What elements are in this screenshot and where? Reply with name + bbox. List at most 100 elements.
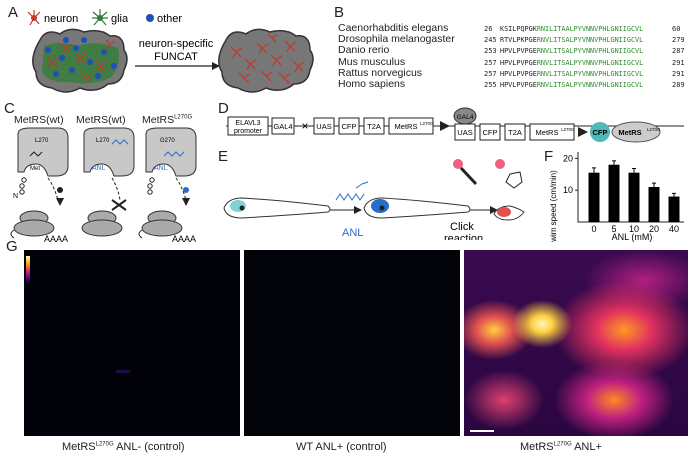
c-l270-label-1: L270: [35, 138, 49, 144]
f-error-bar: [592, 167, 596, 173]
panel-a-diagram: neuron glia other neuron-specific FUNCAT: [27, 9, 314, 93]
seq-residues: KSILPQPGKRNILITAALPYVNNVPHLGNIIGCVL: [500, 25, 643, 33]
seq-conserved: RNVLITSALPYVNNVPHLGNIIGCVL: [536, 69, 644, 78]
arrow-label-line1: neuron-specific: [139, 38, 214, 50]
metrs-wt-met-illustration: L270 Met N: [10, 127, 69, 239]
d-metrs-1: MetRS: [395, 122, 418, 131]
panel-letter-c: C: [4, 100, 15, 117]
g-caption-1: MetRSL270G ANL- (control): [62, 441, 185, 453]
d-promoter-label: promoter: [234, 128, 263, 135]
e-click-label: Click: [450, 221, 474, 233]
c-g270-label: G270: [160, 138, 175, 144]
seq-start: 257: [484, 58, 497, 67]
seq-start: 257: [484, 69, 497, 78]
f-error-bar: [612, 160, 616, 165]
seq-conserved: RNVLITSALPYVNNVPHLGNIIGCVL: [536, 36, 644, 45]
f-error-bar: [632, 168, 636, 173]
metrs-l270g-anl-illustration: G270 ANL: [138, 127, 197, 239]
brain-mixed-cells-illustration: [32, 28, 128, 93]
seq-variable: HPVLPVPGE: [500, 81, 537, 89]
lut-colorbar: [26, 256, 30, 284]
seq-variable: HPVLPVPGE: [500, 69, 537, 78]
d-cfp-protein-label: CFP: [593, 128, 608, 137]
panel-c-diagram: L270 Met N AAAA L270 ANL G270 ANL AA: [10, 127, 197, 244]
panel-letter-e: E: [218, 148, 229, 165]
glia-legend-icon: [92, 9, 108, 26]
image-metrs-anl-minus: [24, 250, 240, 436]
triazole-product-icon: [493, 159, 525, 221]
f-bar: [608, 164, 620, 222]
f-xtick-label: 10: [629, 224, 639, 234]
seq-end: 279: [672, 36, 685, 45]
d-metrs-protein-label: MetRS: [618, 128, 641, 137]
seq-residues: HPVLPVPGERNVLITSALPYVNNVPHLGNIIGCVL: [500, 59, 643, 67]
c-met-label: Met: [30, 166, 40, 172]
d-uas-1: UAS: [316, 122, 331, 131]
c-anl-label-2: ANL: [92, 165, 106, 172]
panel-e-diagram: ANL Click reaction: [223, 159, 525, 240]
c-title-1: MetRS(wt): [14, 114, 64, 126]
seq-start: 253: [484, 47, 497, 56]
panel-d-construct-diagram: ELAVL3 promoter GAL4 × UAS CFP T2A MetRS…: [226, 107, 684, 143]
e-reaction-label: reaction: [444, 233, 483, 240]
seq-end: 289: [672, 81, 685, 89]
seq-variable: KSILPQPGK: [500, 25, 537, 33]
f-bar: [648, 187, 660, 222]
c-title-2: MetRS(wt): [76, 114, 126, 126]
d-arrow-2: [578, 127, 588, 137]
seq-end: 287: [672, 47, 685, 56]
f-bar: [628, 172, 640, 222]
d-t2a-2: T2A: [508, 128, 522, 137]
f-ylabel: swim speed (cm/min): [549, 170, 558, 242]
panel-letter-f: F: [544, 148, 554, 165]
f-xtick-label: 5: [611, 224, 616, 234]
seq-variable: RTVLPKPGE: [500, 36, 537, 45]
anl-molecule-icon: [335, 181, 369, 201]
f-xlabel: ANL (mM): [612, 232, 653, 242]
arrow-label-line2: FUNCAT: [154, 51, 198, 63]
glia-legend-label: glia: [111, 13, 129, 25]
d-cfp-2: CFP: [483, 128, 498, 137]
d-metrs-protein-sup: L270G: [647, 127, 661, 132]
seq-end: 60: [672, 25, 681, 33]
d-cross-symbol: ×: [301, 119, 308, 133]
c-l270-label-2: L270: [96, 138, 110, 144]
species-name: Drosophila melanogaster: [338, 33, 455, 46]
metrs-wt-anl-illustration: L270 ANL: [81, 127, 135, 237]
f-error-bar: [652, 182, 656, 187]
neuron-legend-icon: [27, 10, 41, 26]
species-name: Caenorhabditis elegans: [338, 22, 449, 34]
brain-neurons-labeled-illustration: [218, 28, 314, 93]
g-caption-2: WT ANL+ (control): [296, 441, 387, 453]
c-aaaa-label-3: AAAA: [172, 234, 196, 244]
larva-illustration-2: [363, 197, 471, 219]
d-elavl3-label: ELAVL3: [235, 120, 260, 127]
seq-residues: RTVLPKPGERNVLITSALPYVNNVPHLGNIIGCVL: [500, 36, 643, 44]
d-gal4-box-label: GAL4: [273, 122, 292, 131]
seq-variable: HPVLPVPGE: [500, 58, 537, 67]
d-gal4-protein-label: GAL4: [457, 114, 474, 121]
seq-conserved: RNVLITSALPYVNNVPHLGNIIGCVL: [536, 58, 644, 67]
seq-start: 255: [484, 81, 497, 89]
d-metrs-1-sup: L270G: [420, 121, 434, 126]
f-bar: [668, 196, 680, 222]
larva-illustration-1: [223, 197, 331, 219]
c-aaaa-label-1: AAAA: [44, 234, 68, 244]
other-legend-label: other: [157, 13, 182, 25]
seq-residues: HPVLPVPGERNVLITSALPYVNNVPHLGNIIGCVL: [500, 81, 643, 89]
c-title-3: MetRSL270G: [142, 114, 193, 126]
seq-end: 291: [672, 69, 685, 78]
panel-letter-d: D: [218, 100, 229, 117]
seq-end: 291: [672, 58, 685, 67]
f-xtick-label: 40: [669, 224, 679, 234]
seq-start: 245: [484, 36, 497, 45]
neuron-legend-label: neuron: [44, 13, 78, 25]
panel-letter-b: B: [334, 4, 345, 21]
seq-variable: HPVLPVPGE: [500, 47, 537, 56]
panel-letter-a: A: [8, 4, 19, 21]
f-xtick-label: 0: [591, 224, 596, 234]
image-wt-anl-plus: [244, 250, 460, 436]
seq-conserved: RNVLITSALPYVNNVPHLGNIIGCVL: [536, 81, 644, 89]
f-ytick-label: 10: [563, 185, 573, 195]
